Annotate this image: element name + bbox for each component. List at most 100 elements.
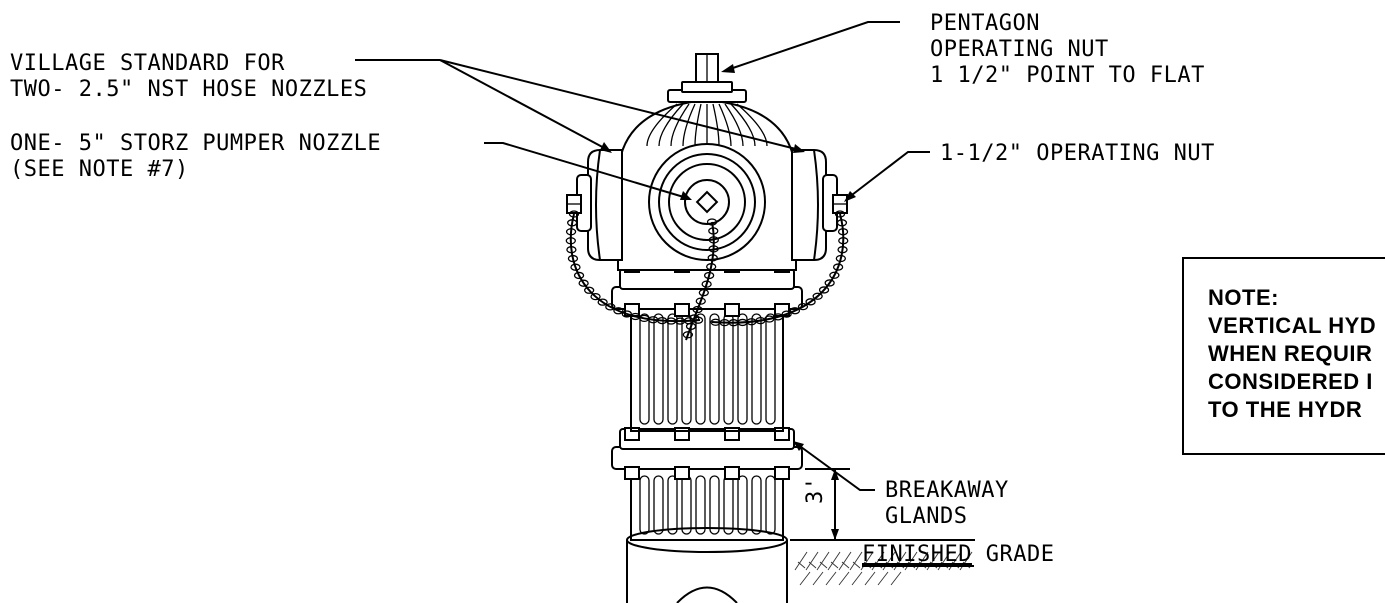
breakaway-line-1: BREAKAWAY — [885, 478, 1009, 503]
hatch-line — [816, 551, 830, 571]
flange-bolt — [674, 303, 690, 317]
chain-link — [621, 310, 632, 318]
chain-link — [570, 263, 581, 271]
chain-link — [708, 236, 719, 244]
callout-pentagon-nut: PENTAGON OPERATING NUT 1 1/2" POINT TO F… — [930, 11, 1204, 88]
flute — [751, 313, 762, 425]
breakaway-line-2: GLANDS — [885, 504, 967, 529]
flute — [723, 475, 734, 535]
callout-pumper-nozzle: ONE- 5" STORZ PUMPER NOZZLE (SEE NOTE #7… — [10, 131, 381, 182]
chain-link — [838, 237, 849, 245]
flute — [765, 313, 776, 425]
hatch-line — [827, 551, 841, 571]
flute — [639, 475, 650, 535]
chain-link — [689, 314, 700, 322]
hatch-line — [808, 561, 817, 569]
flute — [723, 313, 734, 425]
flange-bolt — [674, 466, 690, 480]
note-heading: NOTE: — [1208, 285, 1279, 310]
hatch-line — [849, 551, 863, 571]
flange-bolt — [674, 427, 690, 441]
chain-link — [597, 298, 608, 306]
chain-link — [818, 286, 830, 294]
dome-rib — [682, 103, 696, 147]
hatch-line — [852, 561, 861, 569]
chain-link — [707, 254, 718, 262]
callout-hose-nozzles: VILLAGE STANDARD FOR TWO- 2.5" NST HOSE … — [10, 51, 367, 102]
pumper-line-2: (SEE NOTE #7) — [10, 157, 189, 182]
chain-link — [682, 331, 694, 339]
flute — [709, 313, 720, 425]
flute — [695, 313, 706, 425]
hatch-line — [838, 551, 852, 571]
dome-rib — [712, 103, 720, 147]
flute — [667, 313, 678, 425]
chain-link — [837, 246, 848, 254]
chain-link — [565, 237, 576, 245]
chain-link — [781, 310, 792, 318]
chain-link — [706, 218, 718, 226]
hatch-line — [890, 571, 902, 586]
chain-link — [584, 286, 595, 294]
grade-word: GRADE — [972, 542, 1054, 567]
lower-fluted-section — [630, 467, 784, 541]
hatch-line — [794, 551, 808, 571]
flute — [639, 313, 650, 425]
chain-link — [605, 303, 616, 311]
callout-finished-grade: FINISHED GRADE — [862, 542, 1054, 567]
chain-link — [692, 305, 703, 314]
hatch-line — [830, 561, 839, 569]
chain-link — [567, 254, 579, 263]
finished-grade-hatch — [790, 539, 975, 586]
hatch-line — [838, 571, 850, 586]
flute — [765, 475, 776, 535]
hatch-line — [877, 571, 889, 586]
chain-link — [824, 279, 835, 287]
dome-rib — [736, 103, 768, 147]
hatch-line — [819, 561, 828, 569]
flange-bolt — [724, 303, 740, 317]
right-hose-nozzle — [791, 149, 848, 261]
pentagon-line-2: OPERATING NUT — [930, 37, 1109, 62]
pumper-line-1: ONE- 5" STORZ PUMPER NOZZLE — [10, 131, 381, 156]
chain-link — [708, 227, 719, 235]
chain-link — [698, 289, 709, 297]
dome-rib — [730, 103, 756, 147]
flute — [695, 475, 706, 535]
note-line-3: CONSIDERED I — [1208, 369, 1373, 394]
upper-fluted-barrel — [630, 304, 784, 432]
breakaway-flange — [611, 427, 803, 480]
chain-link — [836, 219, 848, 227]
chain-link — [834, 210, 846, 218]
chain-link — [837, 228, 849, 236]
chain-link — [590, 292, 601, 301]
lower-barrel — [626, 527, 788, 603]
hatch-line — [825, 571, 837, 586]
flange-bolt — [724, 427, 740, 441]
note-box: NOTE: VERTICAL HYD WHEN REQUIR CONSIDERE… — [1182, 257, 1385, 455]
dome-rib — [694, 103, 702, 147]
hatch-line — [864, 571, 876, 586]
dimension-3ft: 3' — [803, 468, 850, 540]
hose-line-1: VILLAGE STANDARD FOR — [10, 51, 285, 76]
callout-breakaway: BREAKAWAY GLANDS — [885, 478, 1009, 529]
chain-link — [835, 254, 846, 263]
chain-link — [613, 307, 624, 315]
dome-rib — [658, 103, 684, 147]
dimension-label: 3' — [803, 477, 828, 505]
hose-line-2: TWO- 2.5" NST HOSE NOZZLES — [10, 77, 367, 102]
hatch-line — [812, 571, 824, 586]
flute — [709, 475, 720, 535]
chain-link — [573, 271, 585, 280]
chain-link — [578, 279, 589, 287]
left-hose-nozzle — [566, 149, 623, 261]
chain-link — [789, 307, 801, 315]
hatch-line — [851, 571, 863, 586]
flange-bolt — [724, 466, 740, 480]
flute — [653, 475, 664, 535]
flute — [667, 475, 678, 535]
chain-link — [701, 280, 712, 288]
leader-lines — [355, 21, 930, 491]
dome-rib — [718, 103, 732, 147]
